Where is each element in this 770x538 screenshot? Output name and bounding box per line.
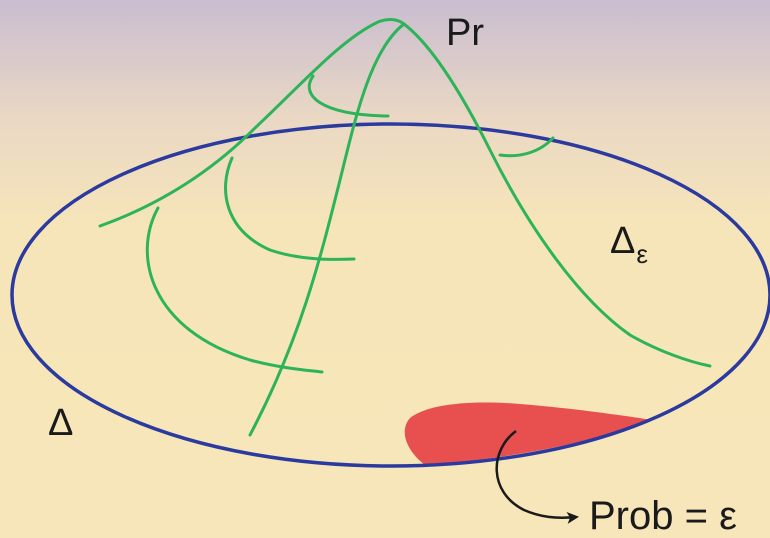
delta-epsilon-base: Δ xyxy=(610,220,636,262)
surface-contour-2 xyxy=(224,156,356,261)
pr-label: Pr xyxy=(446,12,484,54)
probability-label: Prob = ε xyxy=(589,494,737,538)
surface-contour-1 xyxy=(145,206,324,374)
surface-contour-4 xyxy=(498,136,555,158)
delta-label: Δ xyxy=(48,402,74,444)
surface-contour-3 xyxy=(307,74,390,118)
surface-ridge-left xyxy=(98,18,406,228)
delta-epsilon-subscript: ε xyxy=(636,239,648,269)
surface-ridge-right xyxy=(402,22,712,368)
surface-meridian xyxy=(248,22,406,437)
probability-region xyxy=(404,402,652,465)
delta-ellipse xyxy=(10,122,770,468)
probability-arrow xyxy=(495,429,579,524)
delta-epsilon-label: Δε xyxy=(610,222,648,267)
surface-curves xyxy=(98,18,712,437)
